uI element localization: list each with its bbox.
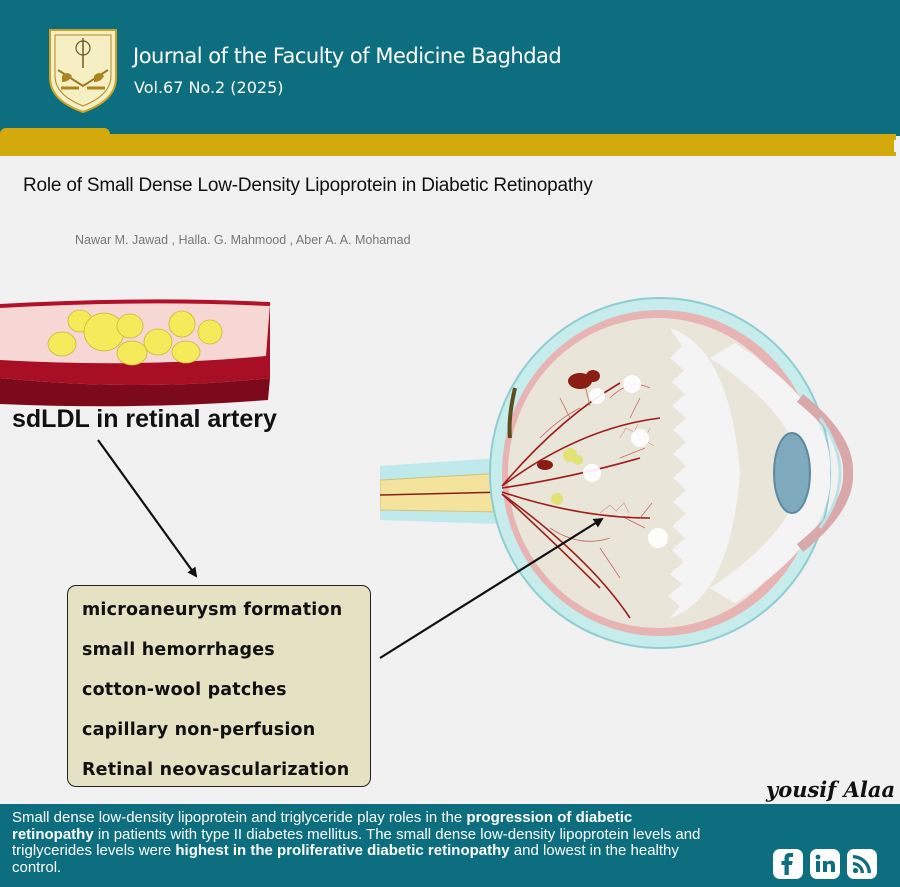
linkedin-icon[interactable] <box>810 849 840 879</box>
effect-item: microaneurysm formation <box>82 600 343 620</box>
summary-text: Small dense low-density lipoprotein and … <box>12 809 712 876</box>
rss-icon[interactable] <box>847 849 877 879</box>
effect-item: cotton-wool patches <box>82 680 287 700</box>
summary-highlight: highest in the proliferative diabetic re… <box>175 842 510 859</box>
summary-part: Small dense low-density lipoprotein and … <box>12 809 467 826</box>
summary-part: in patients with type II diabetes mellit… <box>12 825 701 859</box>
arrow-artery-to-effects <box>97 439 198 578</box>
eye-cross-section <box>380 297 854 649</box>
journal-logo-icon <box>49 29 117 114</box>
summary-highlight: progression of diabetic retinopathy <box>12 809 633 843</box>
effect-item: Retinal neovascularization <box>82 760 350 780</box>
journal-name: Journal of the Faculty of Medicine Baghd… <box>133 44 562 68</box>
article-authors: Nawar M. Jawad , Halla. G. Mahmood , Abe… <box>75 233 411 247</box>
signature: yousif Alaa <box>766 777 896 802</box>
gold-band <box>0 134 896 156</box>
journal-header: Journal of the Faculty of Medicine Baghd… <box>0 0 900 136</box>
volume-issue: Vol.67 No.2 (2025) <box>134 78 284 97</box>
article-title: Role of Small Dense Low-Density Lipoprot… <box>23 175 593 196</box>
summary-part: and lowest in the healthy control. <box>12 842 679 876</box>
artery-label: sdLDL in retinal artery <box>12 405 277 433</box>
artery-illustration <box>0 299 271 407</box>
facebook-icon[interactable] <box>773 849 803 879</box>
effect-item: small hemorrhages <box>82 640 275 660</box>
effect-item: capillary non-perfusion <box>82 720 316 740</box>
gold-band-gap <box>894 140 898 152</box>
footer: Small dense low-density lipoprotein and … <box>0 804 900 887</box>
gold-notch <box>0 128 110 136</box>
effects-box: microaneurysm formation small hemorrhage… <box>67 585 371 787</box>
